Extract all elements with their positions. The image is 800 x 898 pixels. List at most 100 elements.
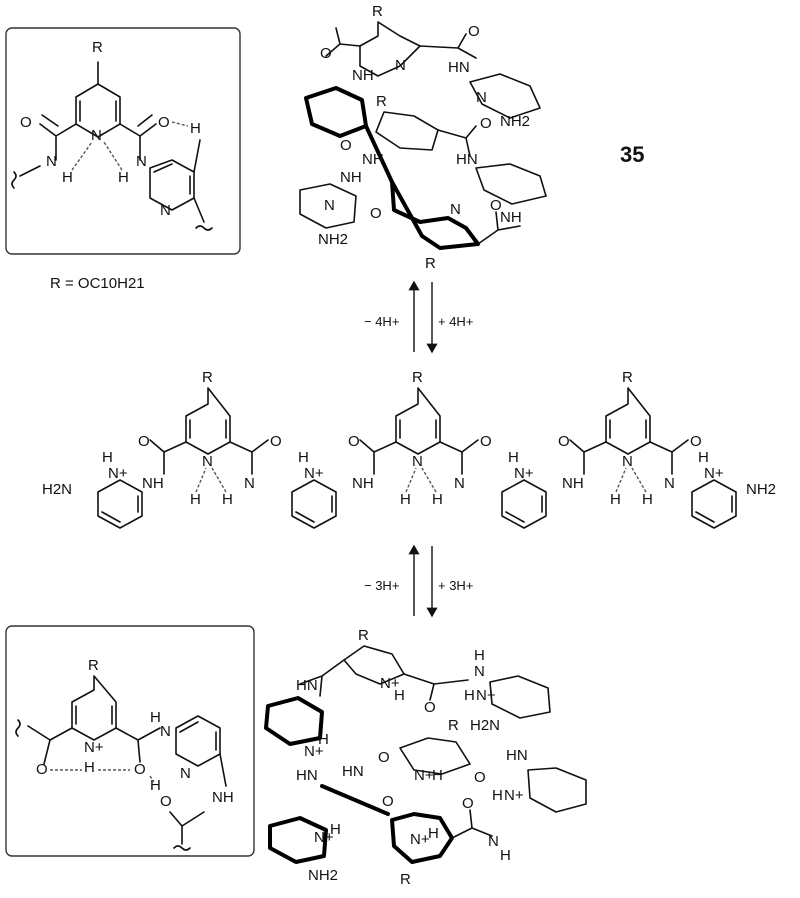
svg-text:O: O [348,433,360,450]
strand-unit-3: R N O O NH H H N [558,369,702,508]
svg-text:N: N [202,453,213,470]
svg-text:R: R [425,255,436,272]
helix-top-nh2-b: NH2 [318,231,348,248]
aminopyridine-n: N [160,202,171,219]
svg-text:N: N [244,475,255,492]
svg-text:H: H [318,731,329,748]
svg-text:H: H [432,491,443,508]
svg-text:H: H [500,847,511,864]
svg-text:R: R [376,93,387,110]
svg-text:O: O [36,761,48,778]
svg-text:H: H [474,647,485,664]
left-amide-n: N [46,153,57,170]
helix-bottom-nh2: NH2 [308,867,338,884]
svg-text:HN: HN [296,677,318,694]
svg-text:NH: NH [142,475,164,492]
svg-text:HN: HN [342,763,364,780]
svg-text:H: H [508,449,519,466]
svg-text:N+: N+ [108,465,128,482]
pyridinium-rings: N+ H H2N N+ H N+ H N+ H NH2 [42,449,776,529]
pyridine-ring [75,83,121,138]
pyridine-n-label: N [91,127,102,144]
svg-text:NH: NH [340,169,362,186]
svg-text:N+: N+ [476,687,496,704]
svg-text:H: H [464,687,475,704]
r-label: R [92,39,103,56]
inset-top-left: R N O N H O H N H N R = OC10H21 [5,27,241,292]
svg-text:H: H [102,449,113,466]
strand-unit-2: R N O O NH H H N [348,369,492,508]
svg-text:O: O [480,433,492,450]
svg-text:NH: NH [352,475,374,492]
svg-text:H: H [698,449,709,466]
svg-text:NH: NH [500,209,522,226]
svg-text:H: H [400,491,411,508]
svg-text:H: H [642,491,653,508]
svg-text:R: R [202,369,213,386]
svg-text:N+: N+ [304,743,324,760]
svg-text:R: R [412,369,423,386]
helix-bottom-h2n: H2N [470,717,500,734]
svg-text:N: N [488,833,499,850]
svg-text:N: N [412,453,423,470]
r-definition: R = OC10H21 [50,275,145,292]
svg-text:O: O [340,137,352,154]
svg-text:O: O [320,45,332,62]
svg-text:N: N [622,453,633,470]
svg-text:N+: N+ [314,829,334,846]
strand-nh2: NH2 [746,481,776,498]
aminopyridine-ring [149,159,195,211]
strand-unit-1: R N O O NH H H N [138,369,282,508]
helix-bottom: R N+ H O H N H N+ H2N HN N+ H HN HN O R … [264,627,587,888]
svg-text:H: H [394,687,405,704]
svg-text:N: N [474,663,485,680]
inset-frame-bottom [5,625,255,857]
svg-text:HN: HN [456,151,478,168]
svg-text:N+: N+ [304,465,324,482]
svg-text:N+: N+ [514,465,534,482]
right-amide-h: H [118,169,129,186]
svg-text:N+: N+ [84,739,104,756]
svg-text:H: H [298,449,309,466]
svg-text:O: O [370,205,382,222]
svg-text:O: O [270,433,282,450]
svg-text:HN: HN [506,747,528,764]
svg-text:N: N [180,765,191,782]
right-carbonyl-o: O [158,114,170,131]
helix-top-nh2-a: NH2 [500,113,530,130]
svg-text:N+: N+ [504,787,524,804]
svg-text:NH: NH [562,475,584,492]
svg-text:O: O [134,761,146,778]
left-amide-h: H [62,169,73,186]
svg-text:NH: NH [362,151,384,168]
svg-text:NH: NH [352,67,374,84]
svg-text:O: O [468,23,480,40]
svg-text:NH: NH [212,789,234,806]
svg-text:N+: N+ [410,831,430,848]
svg-text:N: N [476,89,487,106]
svg-text:H: H [610,491,621,508]
svg-text:O: O [690,433,702,450]
svg-text:N: N [160,723,171,740]
forward-label-1: + 4H+ [438,314,473,329]
svg-text:HN: HN [448,59,470,76]
reverse-label-2: − 3H+ [364,578,399,593]
right-amide-n: N [136,153,147,170]
helix-bottom-hn-bridge: HN [296,767,318,784]
left-carbonyl-o: O [20,114,32,131]
equilibrium-2: − 3H+ + 3H+ [364,544,473,618]
svg-text:R: R [400,871,411,888]
reverse-label-1: − 4H+ [364,314,399,329]
svg-text:O: O [462,795,474,812]
aryl-h: H [190,120,201,137]
svg-text:O: O [138,433,150,450]
inset-frame-top [5,27,241,255]
inset-bottom-left: R N+ H O O H N N H O NH [5,625,255,857]
equilibrium-1: − 4H+ + 4H+ [364,280,473,354]
linear-strand: R N O O NH H H N R N O O NH H H [42,369,776,529]
svg-text:H: H [222,491,233,508]
svg-text:H: H [190,491,201,508]
svg-text:O: O [474,769,486,786]
